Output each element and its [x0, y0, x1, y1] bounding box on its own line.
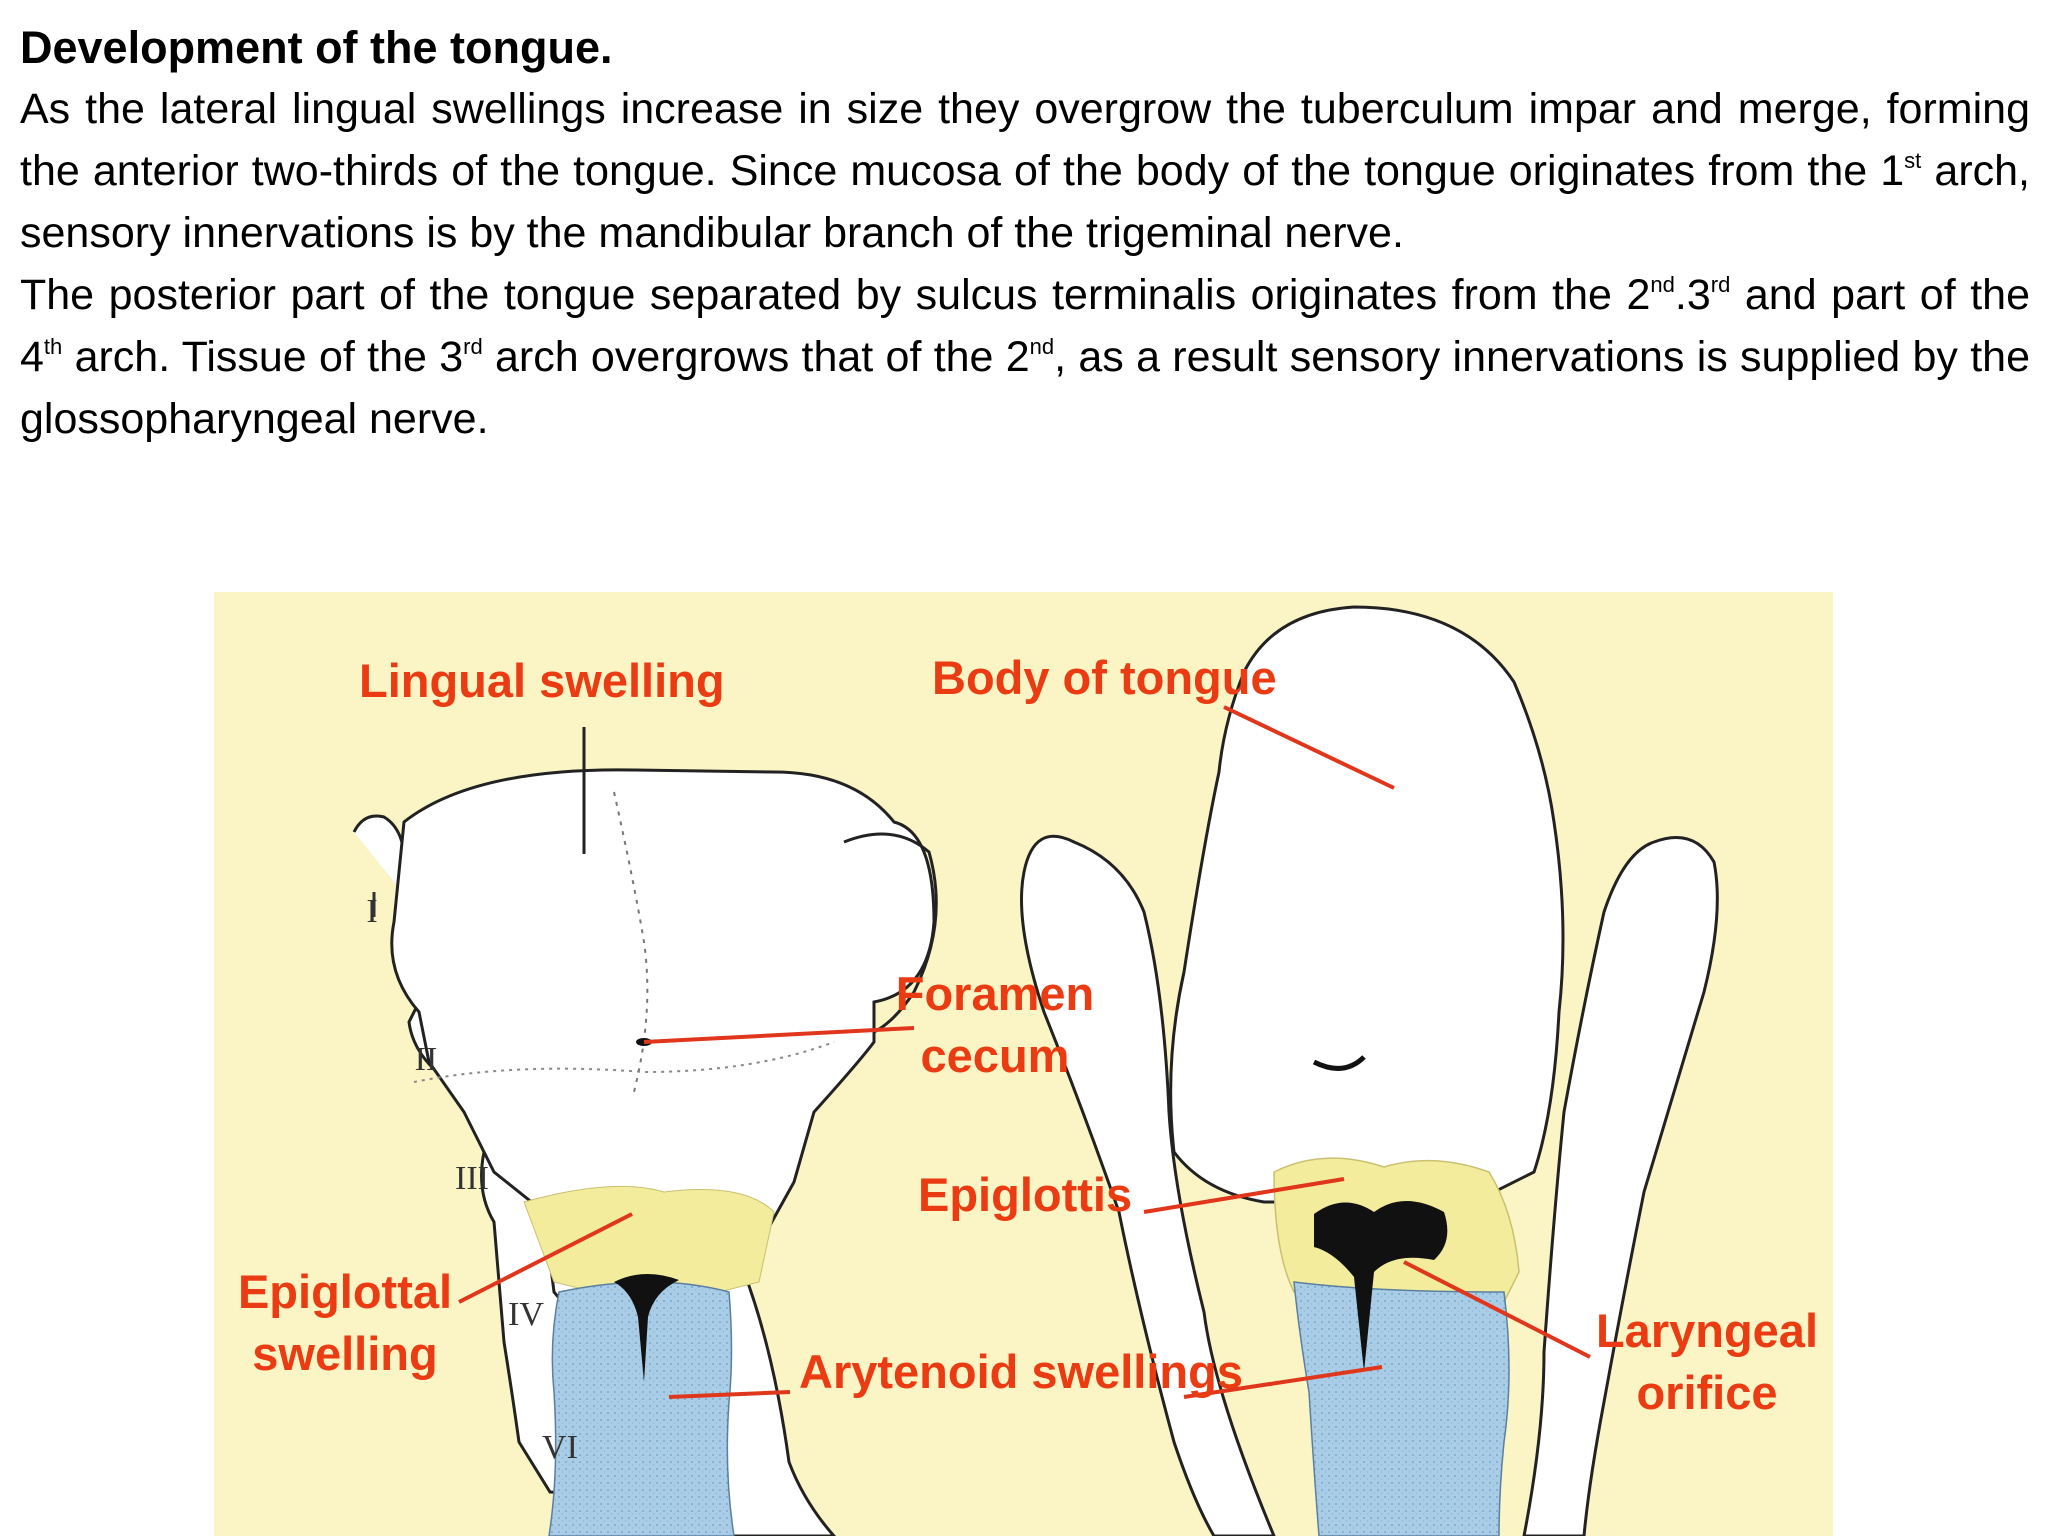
lateral-arch-right — [843, 832, 938, 1034]
arch-numerals: I II III IV VI — [366, 893, 578, 1466]
arch-numeral-iv: IV — [508, 1296, 544, 1333]
lateral-wing-left — [1020, 834, 1276, 1536]
ordinal-suffix: st — [1904, 147, 1922, 173]
median-groove — [613, 791, 649, 1093]
paragraph-posterior-text-6: , as a result sensory innervations is su… — [20, 333, 2030, 443]
body-of-tongue-shape — [1169, 605, 1565, 1214]
leader-epiglottis — [1143, 1177, 1345, 1214]
early-laryngeal-orifice — [614, 1273, 679, 1382]
page-title: Development of the tongue. — [20, 22, 613, 73]
label-foramen-cecum-2: cecum — [921, 1029, 1070, 1082]
paragraph-anterior-text-1: As the lateral lingual swellings increas… — [20, 85, 2030, 195]
label-foramen-cecum-1: Foramen — [896, 967, 1095, 1020]
label-body-of-tongue: Body of tongue — [932, 651, 1277, 704]
leader-arytenoid-right — [1183, 1365, 1383, 1399]
arch-numeral-i: I — [366, 893, 377, 930]
ordinal-suffix: nd — [1029, 333, 1055, 359]
tongue-development-figure: I II III IV VI Lingual swelling Body of … — [214, 592, 1833, 1536]
leader-lines — [458, 705, 1591, 1399]
text-block: Development of the tongue. As the latera… — [20, 18, 2030, 450]
label-epiglottal-swelling-2: swelling — [252, 1327, 437, 1380]
paragraph-posterior-text-5: arch overgrows that of the 2 — [482, 333, 1030, 381]
early-tongue-specimen — [352, 768, 938, 1536]
label-laryngeal-orifice-2: orifice — [1636, 1366, 1777, 1419]
early-arytenoid-swellings — [548, 1281, 735, 1536]
leader-epiglottal-swelling — [458, 1212, 633, 1304]
label-epiglottal-swelling-1: Epiglottal — [238, 1265, 452, 1318]
label-epiglottis: Epiglottis — [918, 1168, 1132, 1221]
tongue-diagram: I II III IV VI Lingual swelling Body of … — [238, 605, 1818, 1536]
paragraph-posterior: The posterior part of the tongue separat… — [20, 264, 2030, 450]
arch-numeral-vi: VI — [542, 1429, 578, 1466]
later-tongue-specimen — [1020, 605, 1719, 1536]
label-arytenoid-swellings: Arytenoid swellings — [799, 1345, 1243, 1398]
leader-foramen-cecum — [643, 1026, 915, 1044]
label-laryngeal-orifice-1: Laryngeal — [1596, 1304, 1818, 1357]
ordinal-suffix: rd — [1710, 271, 1731, 297]
paragraph-anterior-text-2: arch, sensory innervations is by the man… — [20, 147, 2030, 257]
later-laryngeal-orifice — [1314, 1201, 1448, 1372]
figure-labels: Lingual swelling Body of tongue Foramen … — [238, 651, 1818, 1419]
arch-numeral-iii: III — [455, 1160, 489, 1197]
later-arytenoid-swellings — [1293, 1281, 1510, 1536]
mid-sulcus — [1312, 1055, 1366, 1071]
leader-arytenoid-left — [668, 1390, 791, 1399]
paragraph-posterior-text-2: .3 — [1674, 271, 1711, 319]
paragraph-posterior-text-3: and part of the 4 — [20, 271, 2030, 381]
label-lingual-swelling: Lingual swelling — [359, 654, 725, 707]
leader-laryngeal-orifice — [1403, 1260, 1591, 1359]
lateral-wing-right — [1522, 836, 1719, 1536]
ordinal-suffix: rd — [463, 333, 483, 359]
ordinal-suffix: th — [43, 333, 63, 359]
ordinal-suffix: nd — [1650, 271, 1675, 297]
paragraph-posterior-text-1: The posterior part of the tongue separat… — [20, 271, 1651, 319]
paragraph-anterior: As the lateral lingual swellings increas… — [20, 78, 2030, 264]
leader-body-of-tongue — [1223, 705, 1395, 790]
arch-numeral-ii: II — [415, 1041, 438, 1078]
paragraph-posterior-text-4: arch. Tissue of the 3 — [62, 333, 464, 381]
